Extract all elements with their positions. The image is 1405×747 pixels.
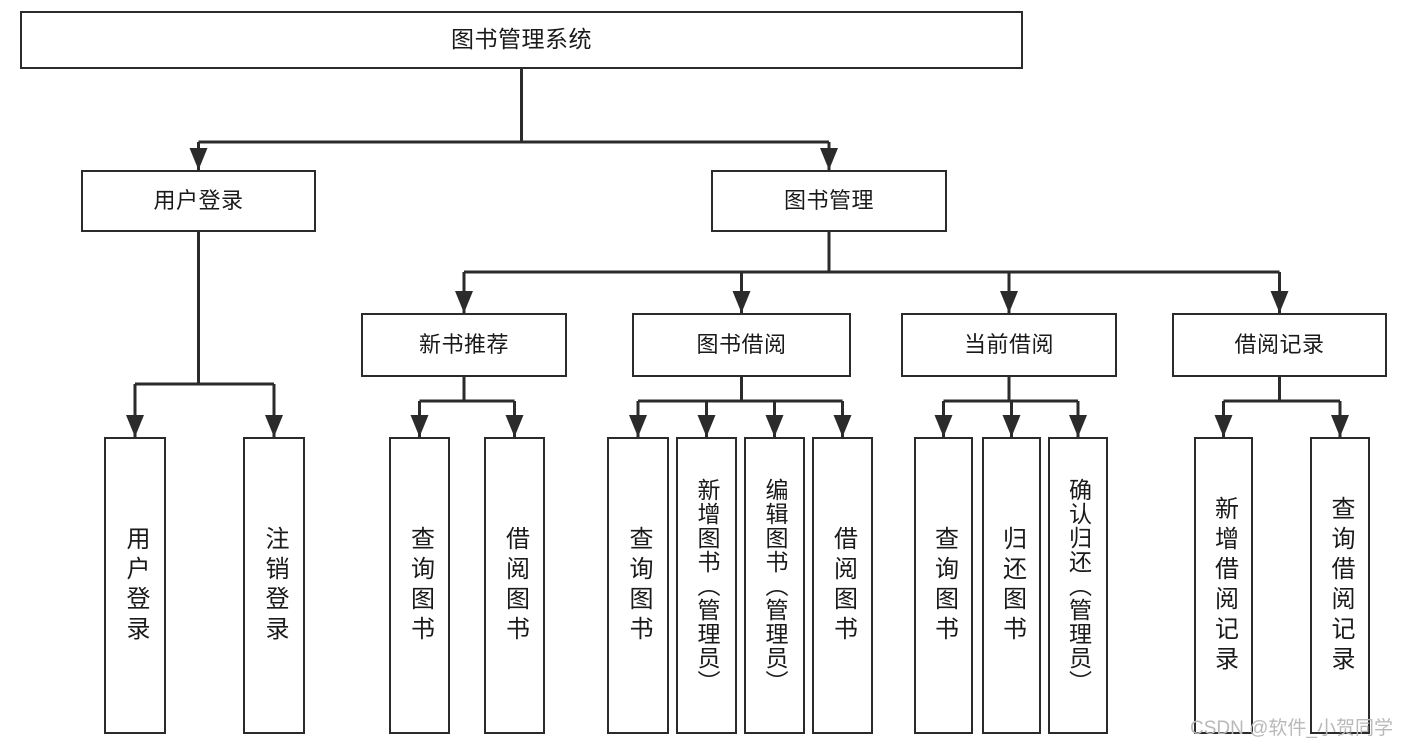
node-label: 查询图书 (625, 525, 652, 646)
node-l-return[interactable]: 归还图书 (982, 437, 1041, 734)
edge-arrowhead (820, 148, 838, 170)
watermark: CSDN @软件_小贺同学 (1190, 718, 1393, 739)
node-l-query2[interactable]: 查询图书 (607, 437, 669, 734)
node-l-confirm[interactable]: 确认归还（管理员） (1048, 437, 1108, 734)
edge-arrowhead (505, 415, 524, 437)
node-l-query3[interactable]: 查询图书 (914, 437, 973, 734)
node-label: 确认归还（管理员） (1065, 477, 1092, 694)
node-label: 借阅记录 (1234, 331, 1325, 357)
node-l-logout[interactable]: 注销登录 (243, 437, 305, 734)
edge-arrowhead (1000, 291, 1018, 313)
node-login[interactable]: 用户登录 (81, 170, 316, 232)
node-l-editbook[interactable]: 编辑图书（管理员） (744, 437, 805, 734)
node-records[interactable]: 借阅记录 (1172, 313, 1387, 377)
node-label: 用户登录 (153, 187, 244, 213)
edge-arrowhead (1270, 291, 1289, 313)
edge-arrowhead (1002, 415, 1021, 437)
node-current[interactable]: 当前借阅 (901, 313, 1117, 377)
node-l-borrow1[interactable]: 借阅图书 (484, 437, 545, 734)
node-label: 新增借阅记录 (1210, 495, 1238, 676)
edge-arrowhead (1331, 415, 1349, 437)
edge-arrowhead (189, 148, 208, 170)
node-label: 图书借阅 (696, 331, 787, 357)
node-root[interactable]: 图书管理系统 (20, 11, 1023, 69)
node-label: 查询图书 (406, 525, 434, 646)
edge-arrowhead (455, 291, 473, 313)
node-l-queryrec[interactable]: 查询借阅记录 (1310, 437, 1370, 734)
edge-arrowhead (934, 415, 953, 437)
edge-arrowhead (629, 415, 647, 437)
node-label: 查询图书 (930, 525, 958, 646)
node-newbook[interactable]: 新书推荐 (361, 313, 567, 377)
node-label: 新书推荐 (418, 331, 509, 357)
node-bookmgmt[interactable]: 图书管理 (711, 170, 947, 232)
node-l-addbook[interactable]: 新增图书（管理员） (676, 437, 737, 734)
edge-arrowhead (126, 415, 144, 437)
node-label: 借阅图书 (501, 525, 529, 646)
edge-arrowhead (1069, 415, 1087, 437)
node-label: 新增图书（管理员） (694, 477, 720, 694)
node-label: 借阅图书 (829, 525, 857, 646)
node-label: 图书管理 (783, 187, 874, 213)
edge-arrowhead (732, 291, 751, 313)
node-label: 用户登录 (122, 525, 149, 646)
node-label: 编辑图书（管理员） (762, 477, 788, 694)
node-label: 图书管理系统 (451, 26, 592, 53)
node-borrow[interactable]: 图书借阅 (632, 313, 851, 377)
node-label: 当前借阅 (963, 331, 1054, 357)
node-l-addrec[interactable]: 新增借阅记录 (1194, 437, 1253, 734)
node-l-borrow2[interactable]: 借阅图书 (812, 437, 873, 734)
edge-arrowhead (833, 415, 852, 437)
edge-arrowhead (697, 415, 716, 437)
edge-arrowhead (765, 415, 784, 437)
node-l-query1[interactable]: 查询图书 (389, 437, 450, 734)
edge-arrowhead (1214, 415, 1233, 437)
node-label: 注销登录 (261, 525, 288, 646)
node-label: 查询借阅记录 (1327, 495, 1354, 676)
edge-arrowhead (410, 415, 429, 437)
edge-arrowhead (265, 415, 283, 437)
node-l-userlogin[interactable]: 用户登录 (104, 437, 166, 734)
node-label: 归还图书 (998, 525, 1026, 646)
